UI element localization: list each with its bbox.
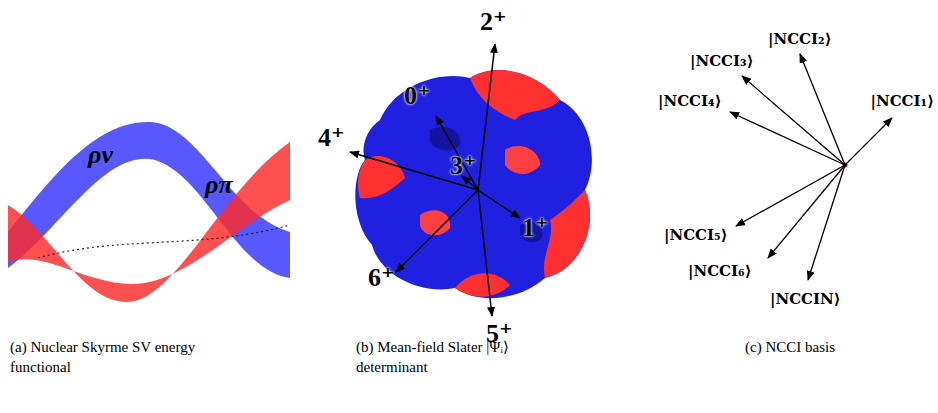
basis-label: |NCCI₁⟩	[871, 92, 935, 110]
density-lobe-red	[544, 190, 590, 278]
spin-label: 2⁺	[480, 6, 507, 37]
spin-arrows	[350, 44, 520, 316]
basis-label: |NCCI₆⟩	[688, 262, 752, 280]
subfigure-caption: (a) Nuclear Skyrme SV energy functional	[10, 338, 210, 377]
basis-vectors	[730, 54, 892, 280]
basis-label: |NCCI₃⟩	[690, 52, 754, 70]
subfigure-caption: (b) Mean-field Slater |Ψᵢ⟩ determinant	[356, 338, 556, 377]
spin-label: 6⁺	[368, 262, 395, 293]
density-lobe-red	[455, 273, 510, 296]
mean-line	[38, 225, 290, 258]
density-label: ρν	[88, 140, 113, 170]
spin-label: 1⁺	[522, 212, 549, 243]
density-lobe-red	[505, 146, 540, 174]
basis-label: |NCCI₄⟩	[658, 92, 722, 110]
basis-label: |NCCI₅⟩	[664, 226, 728, 244]
density-label: ρπ	[205, 170, 233, 200]
basis-label: |NCCI₂⟩	[768, 30, 832, 48]
density-hole	[430, 127, 460, 151]
subfigure-caption: (c) NCCI basis	[745, 338, 905, 358]
density-blob-blue	[355, 70, 592, 298]
proton-ribbon	[8, 142, 290, 302]
density-lobe-red	[470, 70, 560, 120]
spin-label: 4⁺	[318, 122, 345, 153]
density-lobe-red	[358, 156, 405, 198]
spin-label: 0⁺	[404, 80, 431, 111]
spin-label: 3⁺	[450, 150, 477, 181]
basis-label: |NCCIN⟩	[770, 290, 841, 308]
